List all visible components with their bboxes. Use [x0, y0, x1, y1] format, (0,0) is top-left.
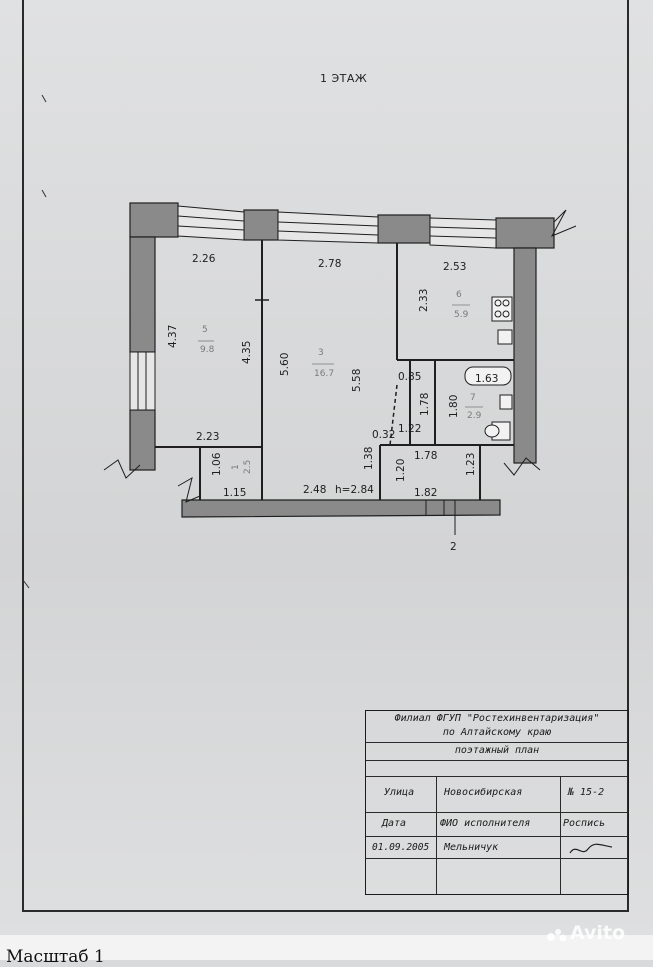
room-number: 6	[456, 290, 462, 300]
executor-label: ФИО исполнителя	[440, 818, 531, 829]
stamp-divider	[436, 777, 437, 894]
dashed-opening	[389, 384, 398, 446]
dim-label: 0.85	[398, 371, 421, 383]
dim-label: 1.22	[398, 423, 421, 435]
date-value: 01.09.2005	[372, 842, 430, 853]
room-number: 5	[202, 325, 208, 335]
document-number: № 15-2	[568, 787, 605, 798]
street-label: Улица	[384, 787, 415, 798]
floor-plan: 2.26 4.37 4.35 2.23 2.78 5.60 5.58 2.53 …	[22, 94, 577, 589]
org-region: по Алтайскому краю	[442, 727, 552, 738]
dim-label: 0.32	[372, 429, 395, 441]
exterior-walls	[129, 202, 555, 471]
dim-label: 1.78	[419, 393, 431, 416]
dim-label: 1.20	[395, 459, 407, 482]
room-area: 2.5	[243, 460, 253, 474]
dim-label: 2.48	[303, 484, 326, 496]
executor-value: Мельничук	[444, 842, 499, 853]
dim-label: 1.78	[414, 450, 437, 462]
stamp-divider	[560, 777, 561, 894]
stamp-row	[366, 711, 628, 743]
bathtub-icon	[464, 366, 512, 386]
dim-label: 2.78	[318, 258, 341, 270]
dim-label: 1.06	[211, 452, 223, 476]
room-area: 9.8	[200, 345, 215, 355]
frame-tick	[41, 189, 47, 198]
avito-watermark: Avito	[570, 922, 626, 944]
window-left	[129, 351, 156, 411]
axis-label: 2	[450, 541, 457, 553]
toilet-icon	[484, 421, 511, 441]
bottom-wall	[181, 499, 501, 518]
dim-label: 2.53	[443, 261, 466, 273]
room-area: 2.9	[467, 411, 482, 421]
stove-icon	[491, 296, 513, 322]
dim-label: 1.63	[475, 373, 498, 385]
street-value: Новосибирская	[444, 787, 523, 798]
stamp-row: поэтажный план	[366, 743, 628, 761]
stamp-row: 01.09.2005 Мельничук	[366, 837, 628, 859]
doc-type: поэтажный план	[454, 745, 540, 756]
stamp-row: Дата ФИО исполнителя Роспись	[366, 813, 628, 837]
dim-label: 5.60	[279, 353, 291, 376]
dim-label: 1.23	[465, 453, 477, 476]
floor-title: 1 ЭТАЖ	[320, 72, 368, 85]
ceiling-height: h=2.84	[335, 484, 374, 496]
interior-partitions	[155, 240, 514, 500]
date-label: Дата	[382, 818, 407, 829]
title-block: Филиал ФГУП "Ростехинвентаризация" по Ал…	[365, 710, 629, 895]
avito-logo-icon	[547, 929, 567, 942]
dim-label: 2.23	[196, 431, 219, 443]
dim-label: 4.35	[241, 341, 253, 364]
dim-label: 5.58	[351, 369, 363, 392]
footer-strip: Масштаб 1	[0, 935, 653, 967]
dim-label: 1.38	[363, 447, 375, 470]
washbasin-icon	[499, 394, 513, 410]
drawing-frame	[22, 0, 629, 912]
stamp-row: Улица Новосибирская № 15-2	[366, 777, 628, 813]
break-line	[177, 476, 201, 503]
document-sheet: 1 ЭТАЖ	[0, 0, 653, 935]
scale-text: Масштаб 1	[6, 947, 105, 967]
room-number: 1	[231, 464, 241, 470]
dim-label: 2.33	[418, 289, 430, 312]
break-line	[550, 209, 577, 238]
org-name: Филиал ФГУП "Ростехинвентаризация"	[394, 713, 600, 724]
break-line	[103, 459, 141, 479]
break-line	[503, 457, 541, 476]
dim-label: 2.26	[192, 253, 216, 265]
room-area: 16.7	[314, 369, 334, 379]
room-area: 5.9	[454, 310, 469, 320]
frame-tick	[41, 94, 47, 103]
dim-label: 1.15	[223, 487, 246, 499]
room-number: 7	[470, 393, 476, 403]
windows-top	[177, 205, 497, 249]
signature-mark	[569, 843, 613, 854]
dim-label: 1.80	[448, 395, 460, 418]
dim-label: 1.82	[414, 487, 437, 499]
dim-label: 4.37	[167, 325, 179, 348]
room-number: 3	[318, 348, 324, 358]
stamp-row	[366, 761, 628, 777]
signature-label: Роспись	[563, 818, 606, 829]
sink-icon	[497, 329, 513, 345]
frame-tick	[22, 579, 30, 589]
